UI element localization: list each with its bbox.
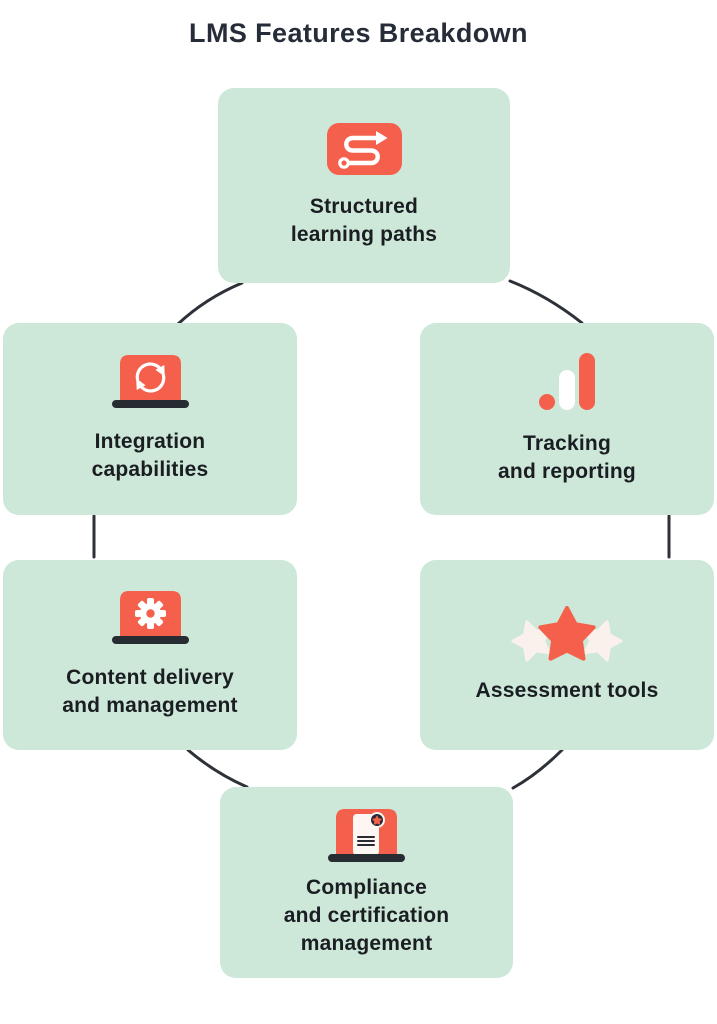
laptop-gear-icon bbox=[111, 590, 189, 644]
card-label: Content delivery and management bbox=[62, 666, 238, 717]
card-label: Tracking and reporting bbox=[498, 431, 636, 483]
card-assessment-tools: Assessment tools bbox=[420, 560, 714, 750]
card-tracking-and-reporting: Tracking and reporting bbox=[420, 323, 714, 515]
card-label: Integration capabilities bbox=[91, 430, 209, 481]
three-stars-icon bbox=[511, 605, 623, 667]
laptop-sync-icon bbox=[111, 354, 189, 408]
card-label: Structured learning paths bbox=[290, 194, 438, 246]
card-compliance-certification: Compliance and certification management bbox=[220, 787, 513, 978]
card-label: Assessment tools bbox=[475, 679, 659, 702]
card-label: Compliance and certification management bbox=[283, 875, 450, 955]
laptop-certificate-icon bbox=[328, 808, 405, 862]
card-integration-capabilities: Integration capabilities bbox=[3, 323, 297, 515]
card-structured-learning-paths: Structured learning paths bbox=[218, 88, 510, 283]
card-content-delivery-management: Content delivery and management bbox=[3, 560, 297, 750]
bar-chart-icon bbox=[539, 352, 595, 410]
page-title: LMS Features Breakdown bbox=[189, 18, 528, 48]
winding-path-arrow-icon bbox=[326, 122, 402, 175]
